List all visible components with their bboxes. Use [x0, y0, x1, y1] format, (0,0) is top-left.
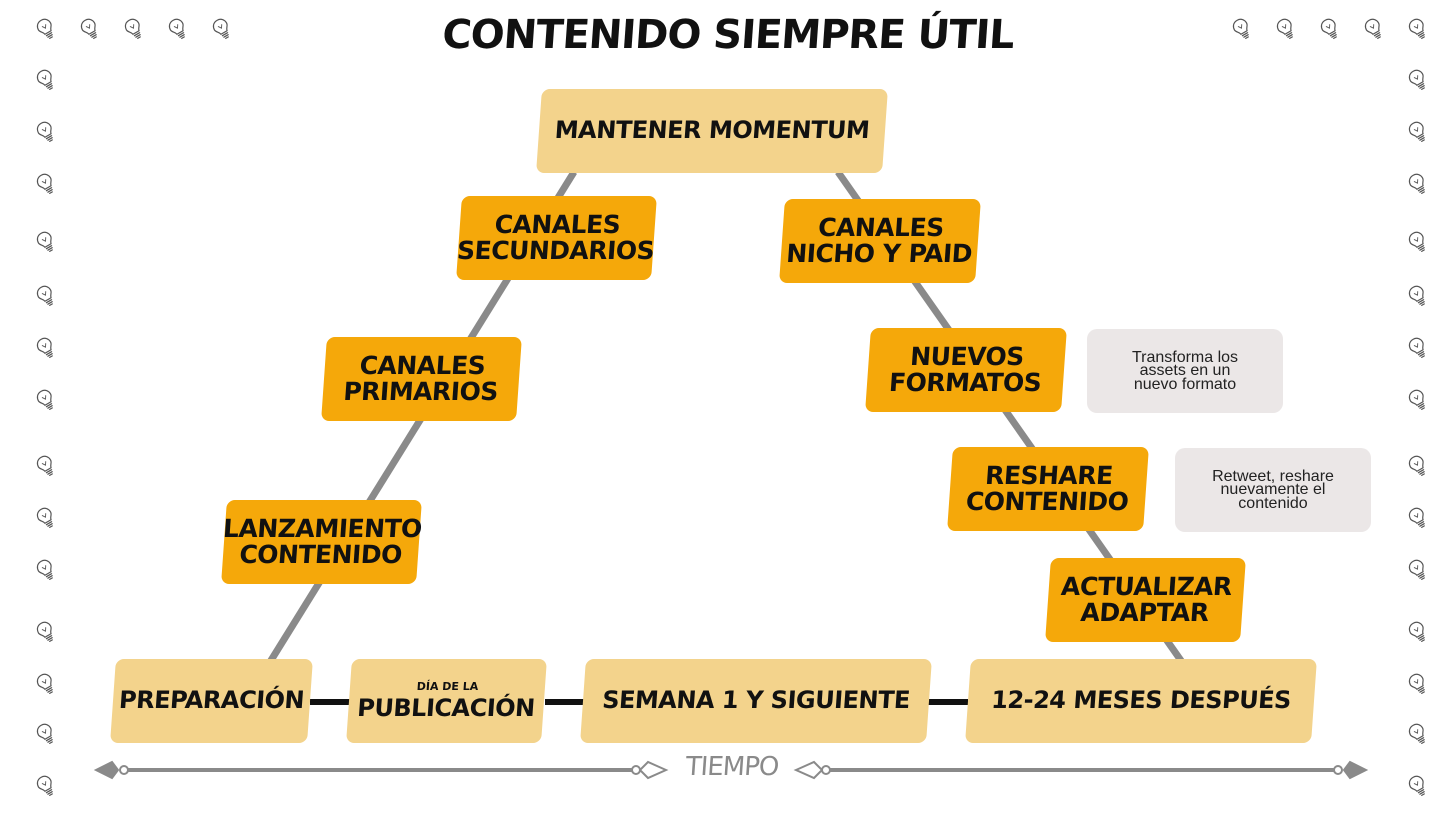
node-canales-nicho-line2: NICHO Y PAID — [785, 239, 973, 268]
lightbulb-icon — [33, 229, 59, 255]
note-formatos-line3: nuevo formato — [1133, 375, 1237, 393]
node-canales-primarios-line1: CANALES — [358, 350, 487, 380]
lightbulb-icon — [33, 671, 59, 697]
node-lanzamiento-contenido-line2: CONTENIDO — [238, 540, 403, 569]
lightbulb-icon — [1405, 119, 1431, 145]
node-canales-nicho-line1: CANALES — [817, 212, 945, 242]
lightbulb-icon — [1405, 171, 1431, 197]
lightbulb-icon — [1405, 505, 1431, 531]
lightbulb-icon — [33, 67, 59, 93]
node-reshare-contenido: RESHARE CONTENIDO — [947, 447, 1149, 531]
node-mantener-momentum-label: MANTENER MOMENTUM — [553, 116, 871, 145]
note-formatos-line1: Transforma los — [1131, 348, 1239, 366]
node-nuevos-formatos-line2: FORMATOS — [888, 368, 1043, 397]
lightbulb-icon — [33, 557, 59, 583]
node-reshare-contenido-line1: RESHARE — [984, 460, 1114, 490]
lightbulb-icon — [1405, 16, 1431, 42]
lightbulb-icon — [165, 16, 191, 42]
lightbulb-icon — [1405, 619, 1431, 645]
timeline-dia-publicacion: DÍA DE LA PUBLICACIÓN — [346, 659, 547, 743]
time-axis — [93, 760, 1369, 780]
lightbulb-icon — [33, 171, 59, 197]
lightbulb-icon — [209, 16, 235, 42]
node-canales-nicho-paid: CANALES NICHO Y PAID — [779, 199, 981, 283]
node-canales-primarios-line2: PRIMARIOS — [342, 377, 499, 406]
lightbulb-icon — [1405, 773, 1431, 799]
lightbulb-icon — [33, 387, 59, 413]
lightbulb-icon — [33, 335, 59, 361]
node-actualizar-adaptar: ACTUALIZAR ADAPTAR — [1045, 558, 1246, 642]
node-mantener-momentum: MANTENER MOMENTUM — [536, 89, 888, 173]
lightbulb-icon — [33, 283, 59, 309]
lightbulb-icon — [1405, 671, 1431, 697]
node-canales-secundarios: CANALES SECUNDARIOS — [456, 196, 657, 280]
lightbulb-icon — [1229, 16, 1255, 42]
timeline-dia-small-label: DÍA DE LA — [416, 679, 479, 693]
node-canales-secundarios-line1: CANALES — [493, 209, 622, 239]
node-reshare-contenido-line2: CONTENIDO — [964, 487, 1130, 516]
node-canales-secundarios-line2: SECUNDARIOS — [456, 236, 656, 265]
timeline-meses: 12-24 MESES DESPUÉS — [965, 659, 1317, 743]
lightbulb-icon — [33, 453, 59, 479]
lightbulb-icon — [33, 16, 59, 42]
lightbulb-icon — [1405, 67, 1431, 93]
node-nuevos-formatos-line1: NUEVOS — [909, 341, 1025, 371]
timeline-meses-label: 12-24 MESES DESPUÉS — [990, 686, 1292, 715]
note-reshare-line1: Retweet, reshare — [1212, 467, 1334, 485]
lightbulb-icon — [1317, 16, 1343, 42]
note-reshare-line3: contenido — [1238, 494, 1308, 512]
lightbulb-icon — [33, 721, 59, 747]
lightbulb-icon — [33, 773, 59, 799]
node-canales-primarios: CANALES PRIMARIOS — [321, 337, 522, 421]
lightbulb-icon — [33, 505, 59, 531]
time-axis-label: TIEMPO — [684, 752, 780, 782]
note-reshare: Retweet, reshare nuevamente el contenido — [1175, 448, 1371, 532]
lightbulb-icon — [1361, 16, 1387, 42]
node-nuevos-formatos: NUEVOS FORMATOS — [865, 328, 1067, 412]
node-lanzamiento-contenido: LANZAMIENTO CONTENIDO — [221, 500, 423, 584]
lightbulb-icon — [1405, 721, 1431, 747]
timeline-preparacion: PREPARACIÓN — [110, 659, 313, 743]
lightbulb-icon — [1405, 453, 1431, 479]
lightbulb-icon — [1405, 283, 1431, 309]
lightbulb-icon — [1405, 387, 1431, 413]
timeline-semana: SEMANA 1 Y SIGUIENTE — [580, 659, 932, 743]
timeline-semana-label: SEMANA 1 Y SIGUIENTE — [601, 686, 911, 715]
note-formatos-line2: assets en un — [1139, 362, 1231, 380]
node-lanzamiento-contenido-line1: LANZAMIENTO — [222, 513, 423, 543]
lightbulb-icon — [33, 619, 59, 645]
note-nuevos-formatos: Transforma los assets en un nuevo format… — [1087, 329, 1283, 413]
lightbulb-icon — [1273, 16, 1299, 42]
timeline-preparacion-label: PREPARACIÓN — [118, 686, 306, 715]
lightbulb-icon — [77, 16, 103, 42]
lightbulb-icon — [121, 16, 147, 42]
page-title: CONTENIDO SIEMPRE ÚTIL — [440, 12, 1016, 58]
lightbulb-icon — [1405, 557, 1431, 583]
lightbulb-icon — [1405, 335, 1431, 361]
node-actualizar-adaptar-line2: ADAPTAR — [1079, 598, 1210, 627]
lightbulb-icon — [33, 119, 59, 145]
lightbulb-icon — [1405, 229, 1431, 255]
timeline-dia-main-label: PUBLICACIÓN — [356, 694, 536, 723]
note-reshare-line2: nuevamente el — [1220, 481, 1326, 499]
node-actualizar-adaptar-line1: ACTUALIZAR — [1060, 571, 1233, 601]
